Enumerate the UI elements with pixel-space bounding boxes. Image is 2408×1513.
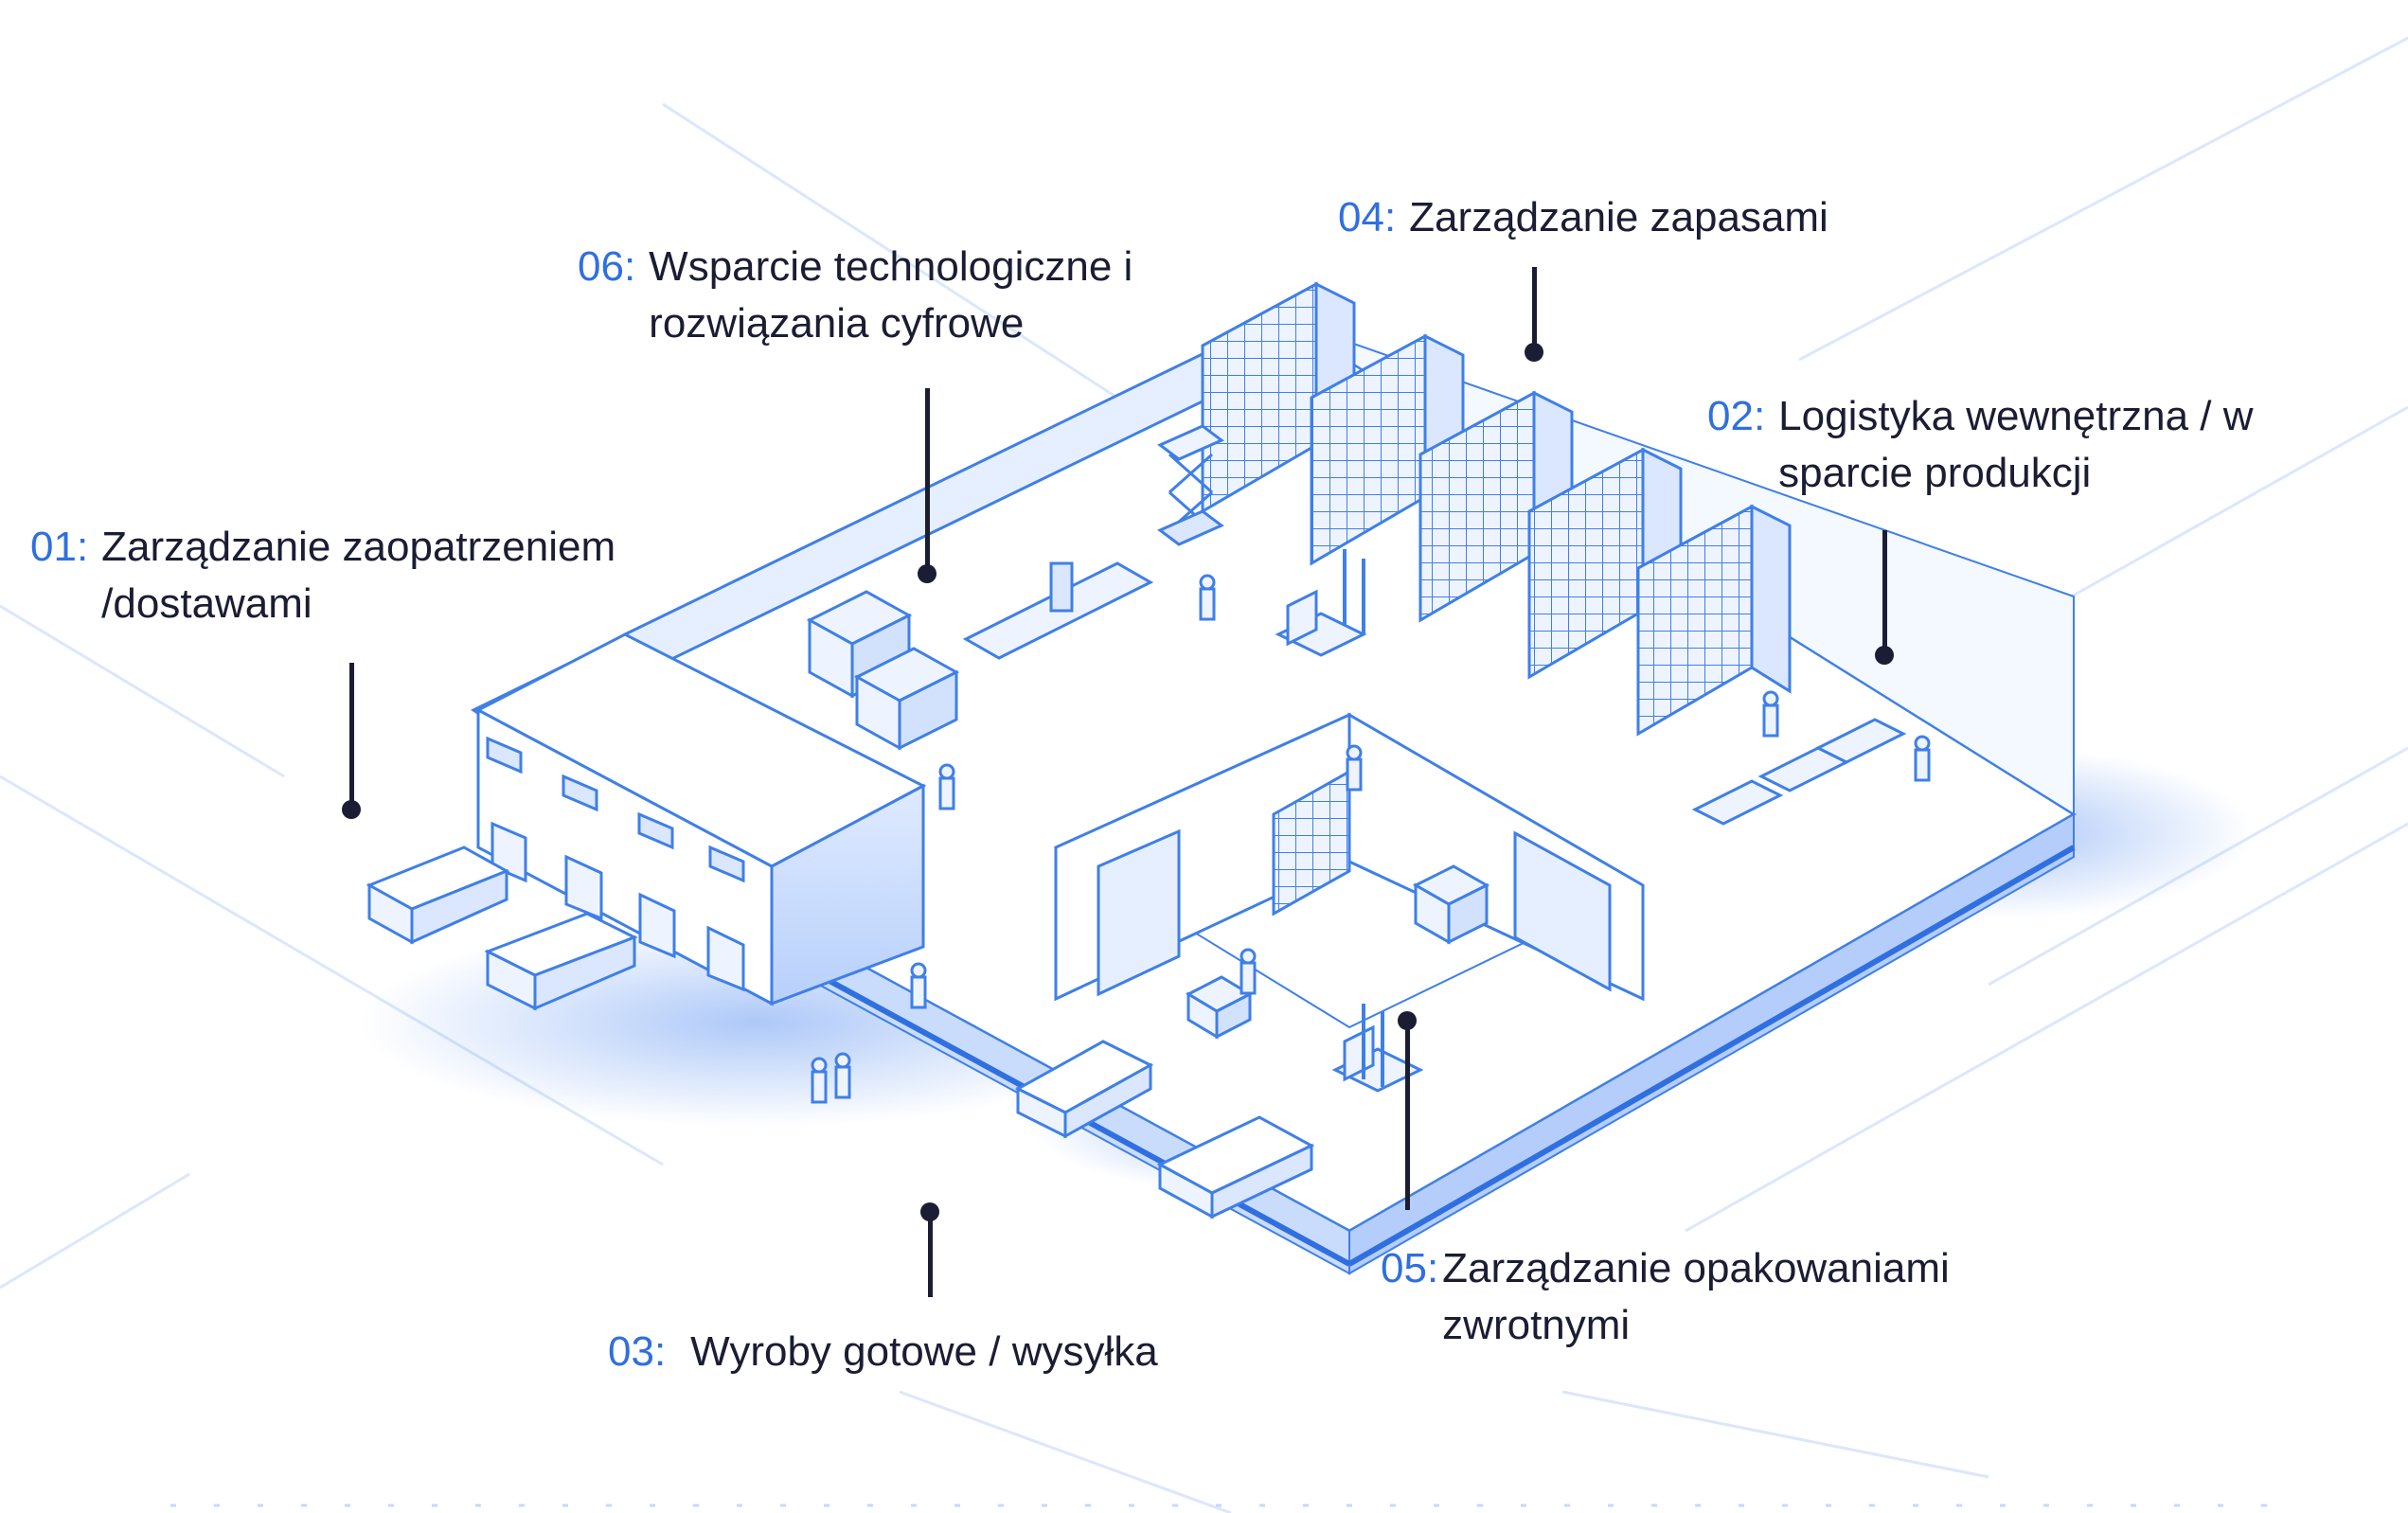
callout-line: Logistyka wewnętrzna / w (1778, 393, 2254, 439)
forklift (1275, 549, 1367, 657)
leader-dot-04 (1525, 343, 1543, 362)
worker (1346, 744, 1363, 792)
callout-number: 03: (608, 1328, 667, 1375)
storage-racks (1201, 281, 1792, 917)
pallet (1412, 864, 1490, 945)
leader-line-04 (1532, 267, 1537, 352)
callout-01: 01: Zarządzanie zaopatrzeniem /dostawami (30, 519, 615, 632)
worker (1762, 690, 1779, 738)
pallets (806, 590, 1490, 1040)
delivery-truck (1156, 1115, 1315, 1219)
callout-line: Wyroby gotowe / wysyłka (690, 1328, 1158, 1375)
worker (910, 962, 927, 1009)
trolley-train (1691, 718, 1907, 826)
callout-06: 06: Wsparcie technologiczne i rozwiązani… (578, 239, 1133, 352)
pallet (1185, 975, 1254, 1040)
callout-line: sparcie produkcji (1778, 450, 2092, 496)
callout-03: 03: Wyroby gotowe / wysyłka (608, 1324, 1158, 1380)
leader-dot-01 (342, 800, 361, 819)
worker (834, 1052, 851, 1099)
callout-number: 02: (1707, 393, 1766, 439)
callout-05: 05: Zarządzanie opakowaniami zwrotnymi (1381, 1240, 1950, 1354)
callout-label: Wyroby gotowe / wysyłka (690, 1324, 1158, 1380)
callout-number: 04: (1338, 194, 1397, 240)
callout-label: Logistyka wewnętrzna / w sparcie produkc… (1778, 388, 2253, 502)
callout-label: Wsparcie technologiczne i rozwiązania cy… (649, 239, 1133, 352)
callout-label: Zarządzanie zaopatrzeniem /dostawami (101, 519, 615, 632)
pallet (806, 590, 913, 699)
leader-line-03 (928, 1212, 933, 1297)
leader-line-06 (925, 388, 930, 573)
worker (938, 763, 955, 810)
callout-line: Zarządzanie zapasami (1409, 194, 1828, 240)
scissor-lift (1157, 424, 1224, 546)
storage-rack (1272, 769, 1351, 917)
callout-label: Zarządzanie zapasami (1409, 189, 1828, 246)
leader-dot-02 (1875, 646, 1894, 665)
warehouse-building (474, 632, 927, 1006)
callout-02: 02: Logistyka wewnętrzna / w sparcie pro… (1707, 388, 2254, 502)
conveyor (962, 561, 1154, 660)
callout-number: 01: (30, 524, 89, 570)
delivery-truck (366, 846, 510, 945)
callout-line: zwrotnymi (1442, 1302, 1631, 1348)
callout-label: Zarządzanie opakowaniami zwrotnymi (1442, 1240, 1950, 1354)
callout-line: Zarządzanie zaopatrzeniem (101, 524, 616, 570)
callout-line: Zarządzanie opakowaniami (1442, 1245, 1950, 1291)
workers (811, 574, 1931, 1104)
callout-04: 04: Zarządzanie zapasami (1338, 189, 1828, 246)
worker (811, 1057, 828, 1104)
worker (1240, 948, 1257, 995)
callout-number: 06: (578, 243, 636, 290)
leader-dot-06 (918, 564, 936, 583)
leader-line-01 (349, 663, 354, 810)
delivery-truck (484, 912, 638, 1011)
worker (1914, 735, 1931, 782)
callout-number: 05: (1381, 1245, 1439, 1291)
delivery-truck (1014, 1040, 1154, 1139)
callout-line: rozwiązania cyfrowe (649, 300, 1025, 347)
leader-line-02 (1882, 530, 1887, 653)
storage-rack (1636, 504, 1792, 737)
forklifts (1275, 549, 1424, 1093)
delivery-trucks (366, 846, 1315, 1219)
pallet (853, 647, 960, 751)
callout-line: Wsparcie technologiczne i (649, 243, 1133, 290)
forklift (1331, 1004, 1424, 1093)
worker (1199, 574, 1216, 621)
leader-line-05 (1405, 1021, 1410, 1210)
callout-line: /dostawami (101, 580, 312, 627)
